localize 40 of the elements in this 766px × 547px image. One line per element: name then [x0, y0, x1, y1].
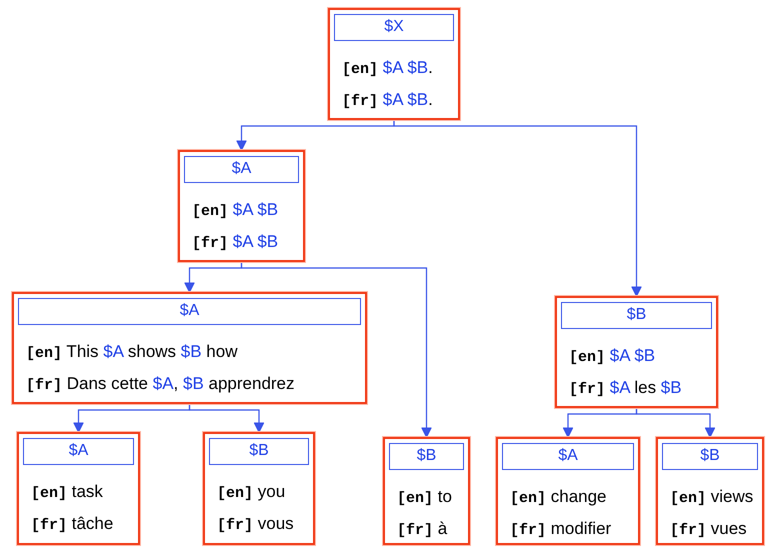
translation-line: [fr] $A $B — [191, 231, 280, 254]
connector-arrow — [393, 120, 642, 297]
translation-line: [fr] tâche — [30, 513, 114, 536]
tree-node-box — [383, 437, 470, 545]
tree-node-box — [496, 437, 640, 545]
translation-line: [en] $A $B — [191, 199, 280, 222]
tree-node-box — [656, 437, 764, 545]
translation-line: [fr] à — [396, 518, 448, 541]
translation-line: [fr] $A les $B — [568, 377, 683, 400]
node-title: $A — [23, 438, 134, 465]
translation-line: [en] task — [30, 481, 104, 504]
node-title: $X — [334, 14, 454, 41]
connector-arrow — [240, 262, 432, 438]
translation-line: [fr] $A $B. — [341, 89, 434, 112]
translation-line: [en] $A $B. — [341, 57, 434, 80]
tree-node-box — [178, 150, 305, 262]
connector-arrow — [188, 404, 264, 433]
tree-node-box — [328, 8, 460, 120]
translation-line: [fr] vues — [669, 518, 748, 541]
tree-node-box — [203, 432, 315, 545]
node-title: $A — [502, 443, 634, 470]
translation-line: [fr] modifier — [509, 518, 612, 541]
translation-line: [en] to — [396, 486, 453, 509]
connector-arrow — [636, 408, 716, 438]
translation-line: [en] change — [509, 486, 608, 509]
translation-line: [en] views — [669, 486, 754, 509]
node-title: $A — [184, 156, 299, 183]
translation-line: [en] This $A shows $B how — [25, 341, 238, 364]
translation-line: [en] you — [216, 481, 286, 504]
translation-line: [fr] Dans cette $A, $B apprendrez — [25, 373, 296, 396]
tree-node-box — [17, 432, 140, 545]
translation-line: [en] $A $B — [568, 345, 656, 368]
tree-node-box — [555, 296, 718, 408]
node-title: $B — [389, 443, 464, 470]
node-title: $B — [662, 443, 758, 470]
node-title: $A — [18, 298, 361, 325]
node-title: $B — [209, 438, 309, 465]
translation-line: [fr] vous — [216, 513, 295, 536]
tree-node-box — [12, 292, 367, 404]
node-title: $B — [561, 302, 712, 329]
